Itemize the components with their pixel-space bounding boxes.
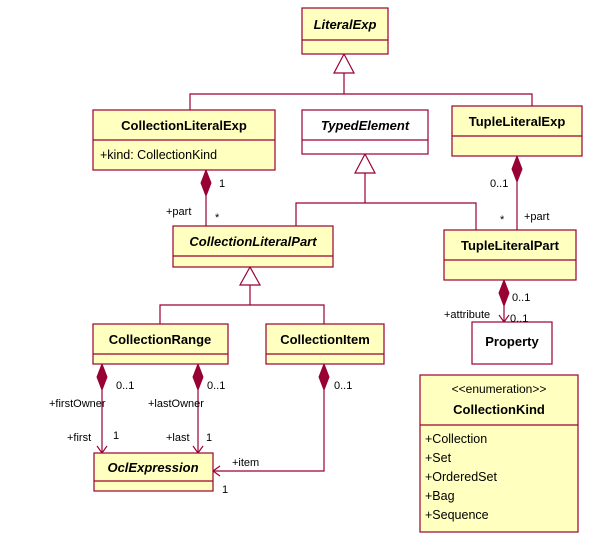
role-label: +part: [524, 211, 549, 223]
multiplicity-label: 1: [113, 430, 119, 442]
class-tupleliteralpart[interactable]: TupleLiteralPart: [443, 229, 577, 281]
composition-diamond: [498, 278, 510, 308]
multiplicity-label: 0..1: [116, 380, 134, 392]
multiplicity-label: 0..1: [512, 292, 530, 304]
role-label: +part: [166, 206, 191, 218]
class-tupleliteralexp[interactable]: TupleLiteralExp: [451, 105, 583, 157]
role-label: +last: [166, 432, 190, 444]
class-name: OclExpression: [107, 460, 198, 475]
class-name: CollectionRange: [109, 332, 212, 347]
enumeration-literal: +Sequence: [425, 508, 489, 522]
composition-diamond: [318, 362, 330, 392]
multiplicity-label: 1: [219, 178, 225, 190]
enumeration-name: CollectionKind: [453, 402, 545, 417]
generalization-arrowhead: [238, 265, 262, 286]
class-name: TupleLiteralPart: [461, 238, 560, 253]
multiplicity-label: *: [500, 214, 505, 226]
generalization-literalexp: [189, 52, 533, 110]
composition-collection-parts: [200, 168, 212, 226]
class-collectionitem[interactable]: CollectionItem: [265, 323, 385, 365]
composition-diamond: [96, 362, 108, 392]
role-label: +item: [232, 457, 259, 469]
generalization-typedelement: [295, 152, 477, 230]
class-attribute: +kind: CollectionKind: [100, 148, 217, 162]
class-literalexp[interactable]: LiteralExp: [301, 7, 389, 55]
multiplicity-label: 0..1: [510, 313, 528, 325]
enumeration-literal: +OrderedSet: [425, 470, 497, 484]
role-label: +attribute: [444, 309, 490, 321]
composition-last-owner: [192, 362, 204, 455]
class-collectionrange[interactable]: CollectionRange: [92, 323, 229, 365]
generalization-collectionliteralpart: [159, 265, 325, 324]
multiplicity-label: 0..1: [334, 380, 352, 392]
composition-first-owner: [96, 362, 108, 455]
composition-diamond: [200, 168, 212, 198]
role-label: +lastOwner: [148, 398, 204, 410]
composition-item: [211, 362, 330, 477]
enumeration-stereotype: <<enumeration>>: [452, 382, 547, 396]
multiplicity-label: 1: [222, 484, 228, 496]
enumeration-collectionkind[interactable]: <<enumeration>> CollectionKind +Collecti…: [419, 374, 579, 533]
multiplicity-label: 0..1: [490, 178, 508, 190]
class-collectionliteralpart[interactable]: CollectionLiteralPart: [172, 225, 334, 268]
class-property[interactable]: Property: [471, 321, 553, 365]
class-collectionliteralexp[interactable]: CollectionLiteralExp +kind: CollectionKi…: [92, 109, 276, 171]
enumeration-literal: +Set: [425, 451, 452, 465]
composition-diamond: [511, 154, 523, 184]
class-name: CollectionLiteralExp: [121, 118, 247, 133]
multiplicity-label: 0..1: [207, 380, 225, 392]
class-typedelement[interactable]: TypedElement: [301, 109, 429, 155]
composition-tuple-parts: [511, 154, 523, 230]
role-label: +first: [67, 432, 91, 444]
multiplicity-label: *: [215, 212, 220, 224]
class-name: TupleLiteralExp: [469, 114, 566, 129]
enumeration-literal: +Bag: [425, 489, 455, 503]
enumeration-literal: +Collection: [425, 432, 487, 446]
class-name: CollectionItem: [280, 332, 370, 347]
class-name: Property: [485, 334, 539, 349]
multiplicity-label: 1: [206, 432, 212, 444]
class-name: CollectionLiteralPart: [189, 234, 317, 249]
generalization-arrowhead: [354, 152, 376, 174]
class-oclexpression[interactable]: OclExpression: [93, 452, 214, 492]
role-label: +firstOwner: [49, 398, 106, 410]
composition-tuple-attribute: [498, 278, 510, 324]
composition-diamond: [192, 362, 204, 392]
class-name: TypedElement: [321, 118, 410, 133]
generalization-arrowhead: [333, 52, 355, 74]
class-name: LiteralExp: [314, 17, 377, 32]
